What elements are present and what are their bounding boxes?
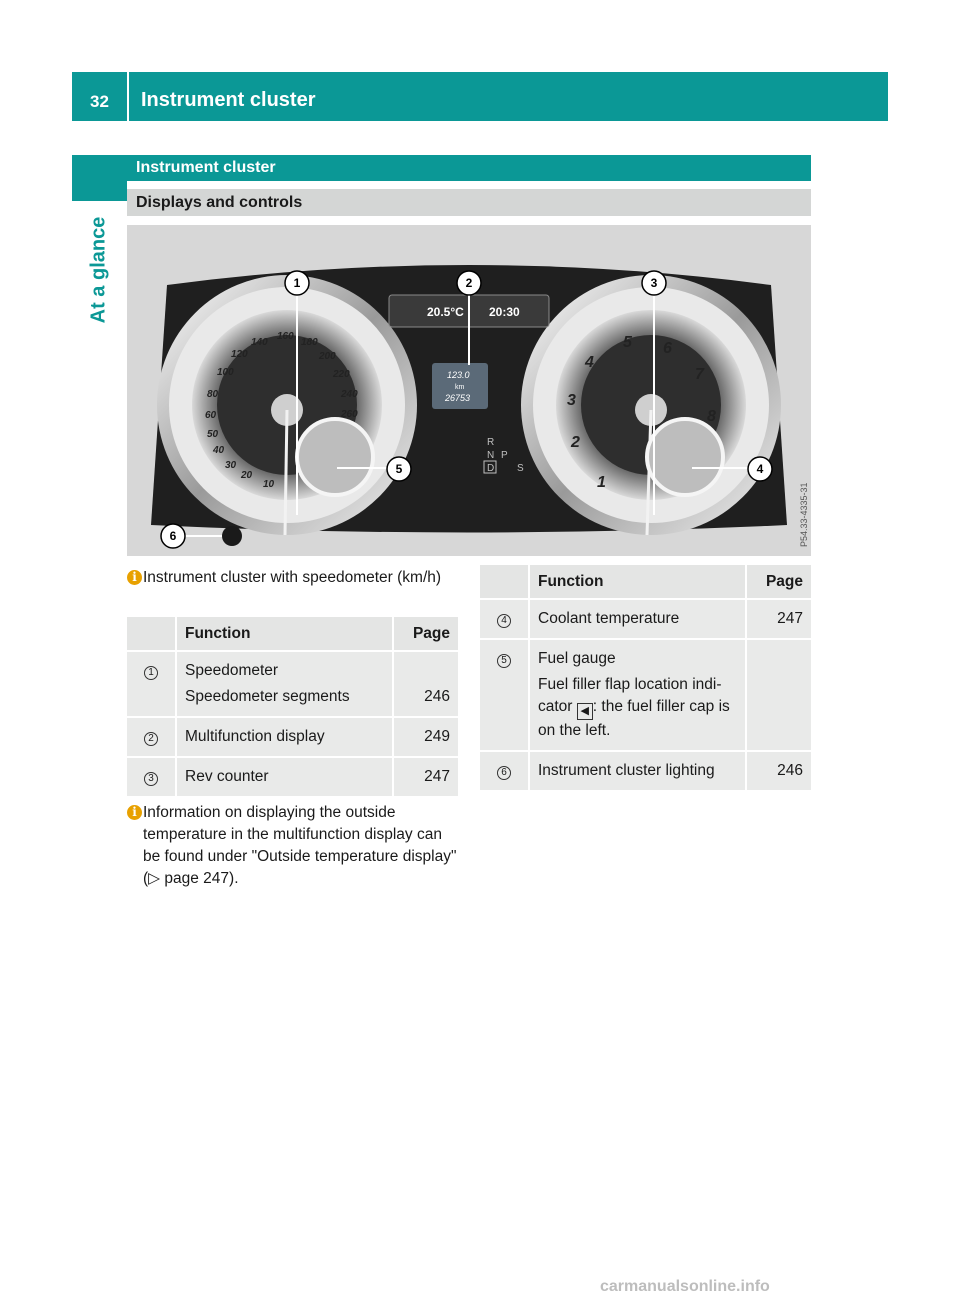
row-page: 246 [392,652,458,718]
callout-4: 4 [757,462,764,476]
row-function: Speedometer [185,662,279,679]
watermark: carmanualsonline.info [600,1278,770,1295]
speed-label: 200 [318,351,336,362]
row-number: 4 [497,614,511,628]
rpm-label: 2 [570,434,580,451]
row-page: 247 [745,600,811,640]
info-icon: i [127,570,142,585]
table-row: 2 Multifunction display 249 [127,718,458,758]
table-header-num [480,565,530,600]
gear-s: S [517,463,524,474]
row-function: Rev counter [177,758,392,798]
rpm-label: 8 [707,408,716,425]
callout-3: 3 [651,276,658,290]
table-header-page: Page [392,617,458,652]
row-number: 5 [497,654,511,668]
row-function-sub: Fuel filler flap location indi-cator ◀: … [538,674,745,742]
speed-label: 80 [207,389,219,400]
row-number: 3 [144,772,158,786]
speed-label: 50 [207,429,219,440]
side-section-label: At a glance [87,216,110,324]
fuel-filler-flap-icon: ◀ [576,703,593,720]
header-divider [127,72,129,121]
speed-label: 10 [263,479,275,490]
table-header-function: Function [177,617,392,652]
speed-label: 100 [217,367,234,378]
table-header-function: Function [530,565,745,600]
unit-readout: km [455,384,465,391]
callout-5: 5 [396,462,403,476]
speed-label: 160 [277,331,294,342]
rpm-label: 1 [597,474,606,491]
gear-p: P [501,450,508,461]
callout-2: 2 [466,276,473,290]
function-table-left: Function Page 1 Speedometer Speedometer … [127,617,458,798]
side-tab-block [72,155,127,201]
row-page: 246 [745,752,811,792]
speed-label: 120 [231,349,248,360]
fuel-flap-text-before: Fuel filler flap location indi-cator [538,676,722,715]
table-row: 6 Instrument cluster lighting 246 [480,752,811,792]
info-icon: i [127,805,142,820]
fuel-flap-text-after: : the fuel filler cap is on the left. [538,698,730,739]
info-note-caption: i Instrument cluster with speedometer (k… [127,567,447,589]
header-title: Instrument cluster [141,89,316,111]
speed-label: 220 [332,369,350,380]
function-table-right: Function Page 4 Coolant temperature 247 … [480,565,811,792]
table-row: 3 Rev counter 247 [127,758,458,798]
table-row: 1 Speedometer Speedometer segments 246 [127,652,458,718]
row-number: 1 [144,666,158,680]
speed-label: 60 [205,410,217,421]
table-header-row: Function Page [127,617,458,652]
info-note-text: Information on displaying the outside te… [143,804,457,887]
speed-label: 20 [240,470,253,481]
row-function: Fuel gauge [538,650,616,667]
speed-label: 40 [212,445,225,456]
speed-label: 140 [251,337,268,348]
speed-label: 180 [301,337,318,348]
speed-label: 30 [225,460,237,471]
callout-1: 1 [294,276,301,290]
table-header-page: Page [745,565,811,600]
trip-readout: 123.0 [447,370,470,380]
row-number: 6 [497,766,511,780]
row-page: 249 [392,718,458,758]
outside-temp-readout: 20.5°C [427,305,464,319]
row-page [745,640,811,752]
page-number: 32 [90,91,109,111]
row-function: Multifunction display [177,718,392,758]
rpm-label: 4 [584,354,594,371]
table-row: 5 Fuel gauge Fuel filler flap location i… [480,640,811,752]
info-note-outside-temperature: i Information on displaying the outside … [127,802,462,890]
gear-n: N [487,450,494,461]
info-note-text: Instrument cluster with speedometer (km/… [143,569,442,586]
odometer-readout: 26753 [444,393,470,403]
speed-label: 260 [340,409,358,420]
table-header-row: Function Page [480,565,811,600]
section-title: Instrument cluster [127,155,811,181]
row-function: Instrument cluster lighting [530,752,745,792]
row-page: 247 [392,758,458,798]
figure-code: P54.33-4335-31 [799,482,809,547]
row-function: Coolant temperature [530,600,745,640]
speed-label: 240 [340,389,358,400]
table-header-num [127,617,177,652]
gear-r: R [487,437,494,448]
rpm-label: 6 [663,340,672,357]
instrument-cluster-illustration: 20.5°C 20:30 123.0 km 26753 R N P D S 10… [127,225,811,556]
gear-d: D [487,463,494,474]
row-number: 2 [144,732,158,746]
rpm-label: 5 [623,334,633,351]
instrument-cluster-figure: 20.5°C 20:30 123.0 km 26753 R N P D S 10… [127,225,811,556]
subsection-title: Displays and controls [127,189,811,216]
row-function-sub: Speedometer segments [185,688,350,705]
rpm-label: 3 [567,392,576,409]
rpm-label: 7 [695,366,705,383]
page-header: 32 Instrument cluster [72,72,888,121]
clock-readout: 20:30 [489,305,520,319]
callout-6: 6 [170,529,177,543]
table-row: 4 Coolant temperature 247 [480,600,811,640]
